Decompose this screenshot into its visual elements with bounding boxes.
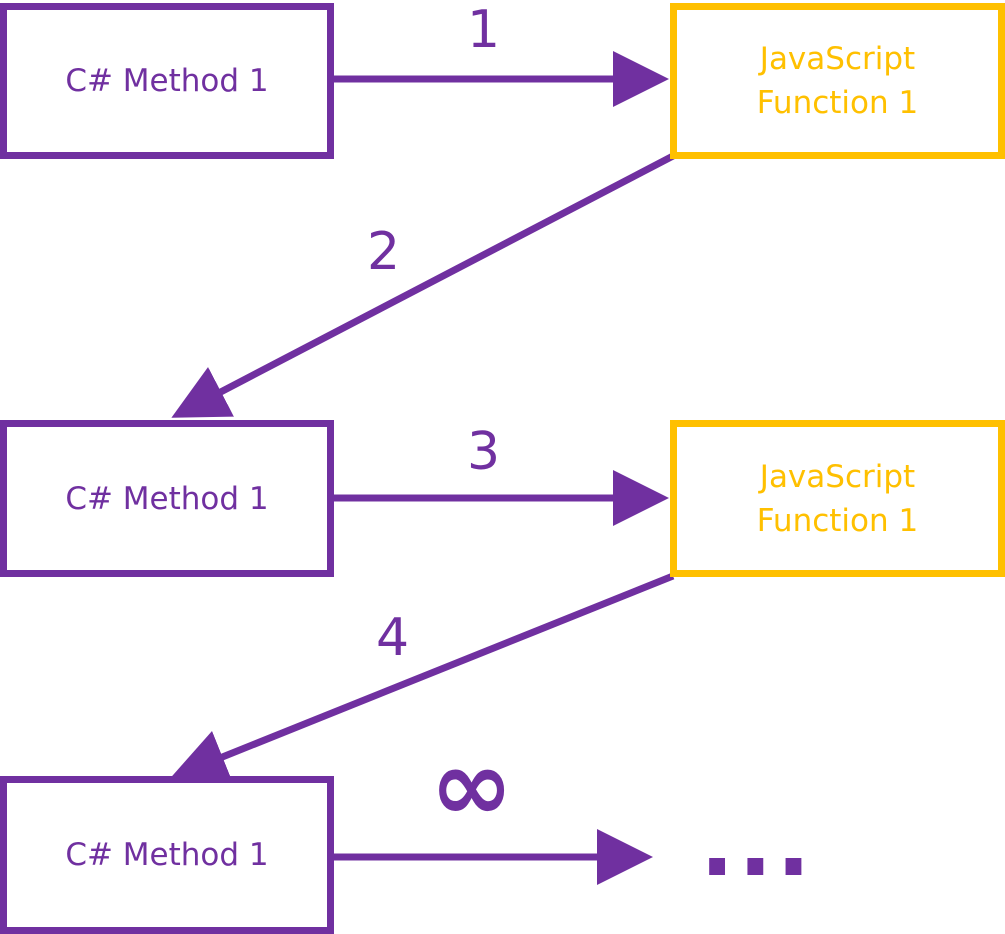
csharp-method-box-1: C# Method 1 [0,3,334,159]
arrow-2 [171,152,675,418]
step-label-1: 1 [467,0,501,60]
step-label-4: 4 [376,608,410,668]
javascript-function-box-2: JavaScript Function 1 [670,420,1005,577]
csharp-method-label: C# Method 1 [65,63,269,99]
step-label-2: 2 [367,222,401,282]
csharp-method-label: C# Method 1 [65,837,269,873]
csharp-method-label: C# Method 1 [65,480,269,517]
csharp-method-box-2: C# Method 1 [0,420,334,577]
csharp-method-box-3: C# Method 1 [0,776,334,934]
ellipsis: ... [700,792,815,897]
javascript-function-box-1: JavaScript Function 1 [670,3,1005,159]
arrow-4 [170,572,675,783]
javascript-label-line2: Function 1 [756,85,919,121]
infinity-symbol: ∞ [430,727,514,844]
step-label-3: 3 [467,422,501,482]
javascript-label-line1: JavaScript [759,458,916,495]
javascript-label-line1: JavaScript [759,41,916,77]
javascript-label-line2: Function 1 [756,502,919,539]
